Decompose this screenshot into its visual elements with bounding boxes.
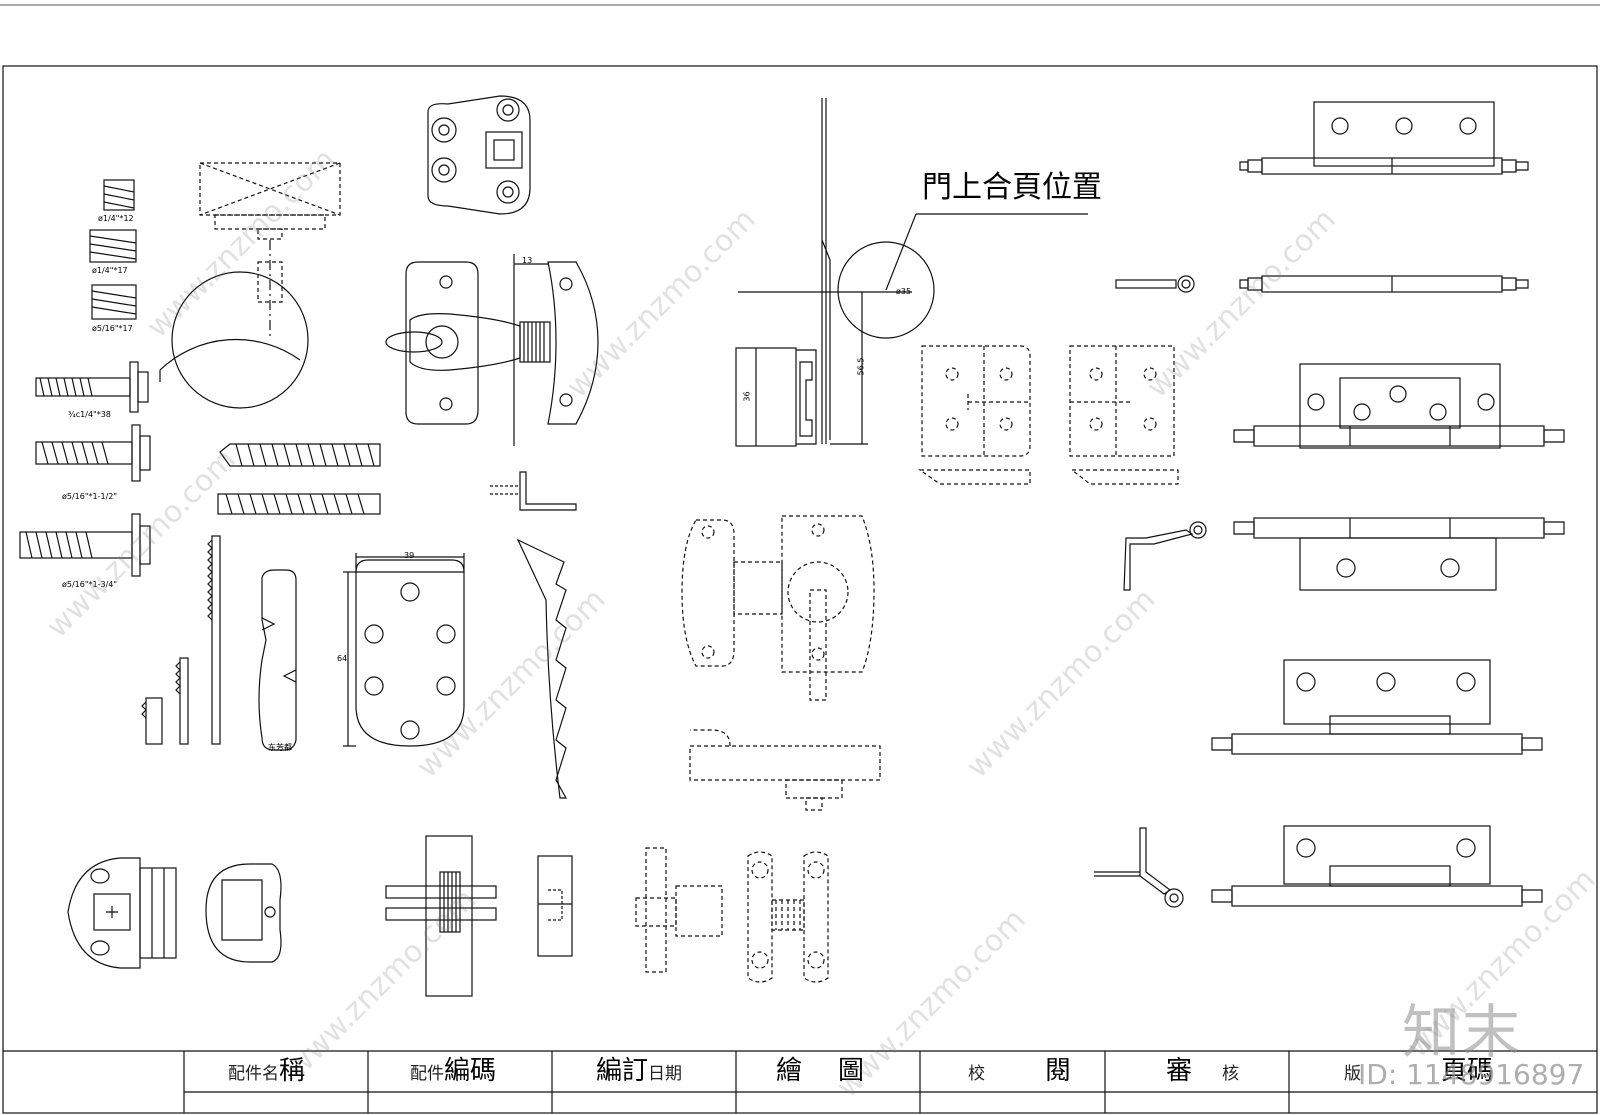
soss-hinge-icon bbox=[385, 835, 573, 997]
saw-strip-icon bbox=[141, 535, 221, 745]
screw-label: ø5/16"*17 bbox=[92, 324, 133, 333]
flush-hinge-icon bbox=[918, 345, 1179, 485]
l-bracket-icon bbox=[519, 471, 577, 511]
screw-label: ø5/16"*1-3/4" bbox=[62, 580, 118, 589]
connector-bolt-icon bbox=[19, 361, 151, 577]
screw-label: ø5/16"*1-1/2" bbox=[62, 492, 118, 501]
dashed-hinge-icon bbox=[635, 847, 829, 983]
lift-off-hinge-icon bbox=[1211, 101, 1565, 907]
cabinet-hinge-icon bbox=[427, 95, 531, 215]
image-id: ID: 1148916897 bbox=[1358, 1058, 1585, 1091]
ring-pull-icon bbox=[159, 162, 341, 409]
brand-logo: 知末 bbox=[1402, 998, 1523, 1066]
drawing-frame bbox=[2, 65, 1598, 1114]
header-part-code: 配件編碼 bbox=[410, 1056, 497, 1086]
door-hinge-section-icon bbox=[735, 98, 1088, 447]
header-page: 版頁碼 bbox=[1344, 1056, 1494, 1086]
dim-56-5: 56.5 bbox=[856, 357, 866, 376]
dashed-latch-icon bbox=[681, 515, 881, 811]
header-checked: 校閱 bbox=[968, 1056, 1072, 1086]
screw-label: ø1/4"*17 bbox=[92, 266, 128, 275]
handle-note: 东芳都 bbox=[268, 743, 292, 752]
dim-39: 39 bbox=[404, 551, 415, 560]
hinge-pin-icon bbox=[1094, 275, 1207, 908]
dim-36: 36 bbox=[742, 391, 752, 402]
screw-label: ø1/4"*12 bbox=[98, 214, 134, 223]
cam-lock-icon bbox=[67, 857, 282, 969]
header-drawn: 繪圖 bbox=[776, 1056, 865, 1086]
header-revision-date: 編訂日期 bbox=[596, 1056, 683, 1086]
oval-plate-icon bbox=[343, 553, 465, 747]
header-approved: 審核 bbox=[1166, 1056, 1240, 1086]
latch-icon bbox=[385, 254, 599, 446]
threaded-insert-icon bbox=[89, 179, 137, 320]
wood-screw-icon bbox=[217, 443, 381, 515]
title-door-hinge-position: 門上合頁位置 bbox=[922, 170, 1102, 205]
dim-64: 64 bbox=[337, 654, 348, 663]
serrated-strip-icon bbox=[516, 538, 568, 799]
dim-diameter: ø35 bbox=[896, 287, 912, 296]
dim-13: 13 bbox=[522, 256, 533, 265]
handle-icon bbox=[258, 569, 297, 751]
header-part-name: 配件名稱 bbox=[228, 1056, 306, 1086]
screw-label: ¾c1/4"*38 bbox=[68, 410, 111, 419]
